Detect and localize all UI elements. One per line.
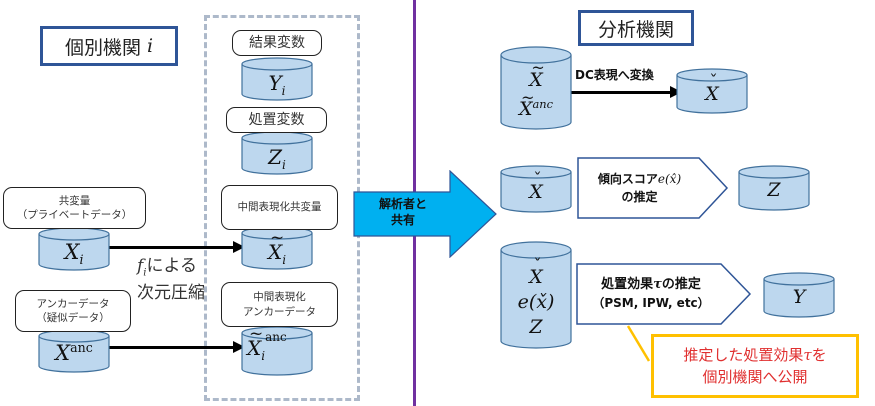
share-with-analyst-arrow: 解析者と 共有 bbox=[353, 170, 497, 258]
covariate-label: 共変量 （プライベートデータ） bbox=[3, 187, 146, 229]
intermediate-covariate-cylinder: Xi bbox=[241, 226, 313, 270]
ps-output-var: Z bbox=[767, 179, 781, 201]
compression-label: fiによる 次元圧縮 bbox=[137, 256, 205, 303]
treatment-cylinder: Zi bbox=[241, 131, 313, 175]
received-data-cylinder: X Xanc bbox=[500, 46, 572, 130]
share-arrow-line2: 共有 bbox=[390, 213, 415, 227]
outcome-cylinder: Yi bbox=[241, 57, 313, 101]
te-step-tau: τ bbox=[653, 277, 662, 292]
treatment-effect-step: 処置効果τの推定 （PSM, IPW, etc） bbox=[576, 263, 752, 325]
te-step-line2: （PSM, IPW, etc） bbox=[592, 296, 710, 310]
compression-line2: 次元圧縮 bbox=[137, 283, 205, 304]
callout-pointer bbox=[626, 325, 651, 362]
ps-output-cylinder: Z bbox=[738, 165, 810, 211]
te-output-var: Y bbox=[792, 286, 806, 308]
inter-cov-label-text: 中間表現化共変量 bbox=[237, 201, 322, 214]
outcome-sub: i bbox=[281, 84, 286, 98]
anchor-cylinder: Xanc bbox=[38, 329, 110, 373]
anchor-sup: anc bbox=[70, 340, 93, 355]
share-arrow-line1: 解析者と bbox=[378, 197, 427, 211]
inter-anchor-label-line1: 中間表現化 bbox=[253, 291, 306, 304]
dc-conversion-label: DC表現へ変換 bbox=[575, 68, 654, 82]
inter-anchor-sup: anc bbox=[265, 330, 287, 345]
compression-line1: による bbox=[146, 256, 198, 276]
covariate-sub: i bbox=[79, 252, 84, 268]
right-title-text: 分析機関 bbox=[597, 18, 674, 41]
intermediate-anchor-label: 中間表現化 アンカーデータ bbox=[221, 282, 338, 327]
intermediate-anchor-cylinder: Xi anc bbox=[241, 324, 313, 376]
callout-line1b: を bbox=[811, 346, 827, 364]
anchor-label-line1: アンカーデータ bbox=[36, 297, 110, 310]
outcome-variable-label: 結果変数 bbox=[232, 30, 322, 56]
inter-cov-var: X bbox=[268, 228, 285, 264]
treatment-variable-label: 処置変数 bbox=[226, 107, 327, 133]
inter-cov-sub: i bbox=[282, 253, 287, 267]
dc-var: X bbox=[705, 72, 719, 105]
compression-arrow-2 bbox=[109, 346, 235, 349]
callout-tau: τ bbox=[803, 346, 812, 364]
received-sup: anc bbox=[532, 97, 554, 111]
te-input-var2: e(x̌) bbox=[517, 291, 555, 313]
ps-input-var: X bbox=[529, 170, 543, 203]
te-step-line1b: の推定 bbox=[661, 277, 701, 292]
treatment-label-text: 処置変数 bbox=[248, 111, 305, 128]
propensity-score-step: 傾向スコアe(x̂) の推定 bbox=[577, 157, 729, 219]
inter-anchor-label-line2: アンカーデータ bbox=[242, 305, 317, 318]
treatment-sub: i bbox=[282, 158, 286, 172]
callout-line2: 個別機関へ公開 bbox=[702, 368, 808, 386]
intermediate-covariate-label: 中間表現化共変量 bbox=[221, 185, 338, 230]
title-var: i bbox=[146, 35, 154, 57]
inter-anchor-var: X bbox=[247, 324, 264, 360]
outcome-var: Y bbox=[268, 71, 282, 95]
ps-step-line1: 傾向スコア bbox=[597, 172, 658, 186]
covariate-label-line2: （プライベートデータ） bbox=[16, 209, 133, 221]
te-input-var3: Z bbox=[529, 316, 543, 338]
anchor-data-label: アンカーデータ （疑似データ） bbox=[15, 290, 131, 332]
title-text: 個別機関 bbox=[64, 36, 141, 59]
dc-representation-cylinder: X bbox=[676, 68, 748, 114]
callout-line1: 推定した処置効果 bbox=[683, 346, 804, 364]
te-input-var1: X bbox=[529, 254, 543, 290]
anchor-label-line2: （疑似データ） bbox=[36, 312, 110, 324]
dc-conversion-arrow bbox=[571, 91, 671, 94]
covariate-var: X bbox=[64, 240, 80, 264]
covariate-cylinder: Xi bbox=[38, 227, 110, 271]
publish-callout: 推定した処置効果τを 個別機関へ公開 bbox=[651, 334, 859, 398]
ps-step-line2: の推定 bbox=[621, 190, 658, 204]
te-input-cylinder: X e(x̌) Z bbox=[500, 241, 572, 349]
inter-anchor-sub: i bbox=[261, 349, 266, 363]
te-output-cylinder: Y bbox=[763, 272, 835, 318]
received-var2: X bbox=[519, 86, 534, 121]
te-step-line1: 処置効果 bbox=[601, 277, 654, 292]
ps-input-cylinder: X bbox=[500, 165, 572, 213]
individual-institution-title: 個別機関 i bbox=[40, 26, 178, 66]
compression-sub: i bbox=[143, 267, 147, 279]
compression-func: f bbox=[137, 256, 144, 276]
outcome-label-text: 結果変数 bbox=[249, 34, 305, 51]
ps-step-math: e(x̂) bbox=[657, 172, 682, 186]
anchor-var: X bbox=[55, 341, 71, 365]
analysis-institution-title: 分析機関 bbox=[578, 10, 694, 46]
covariate-label-line1: 共変量 bbox=[58, 194, 91, 207]
treatment-var: Z bbox=[268, 145, 283, 169]
compression-arrow-1 bbox=[109, 246, 235, 249]
